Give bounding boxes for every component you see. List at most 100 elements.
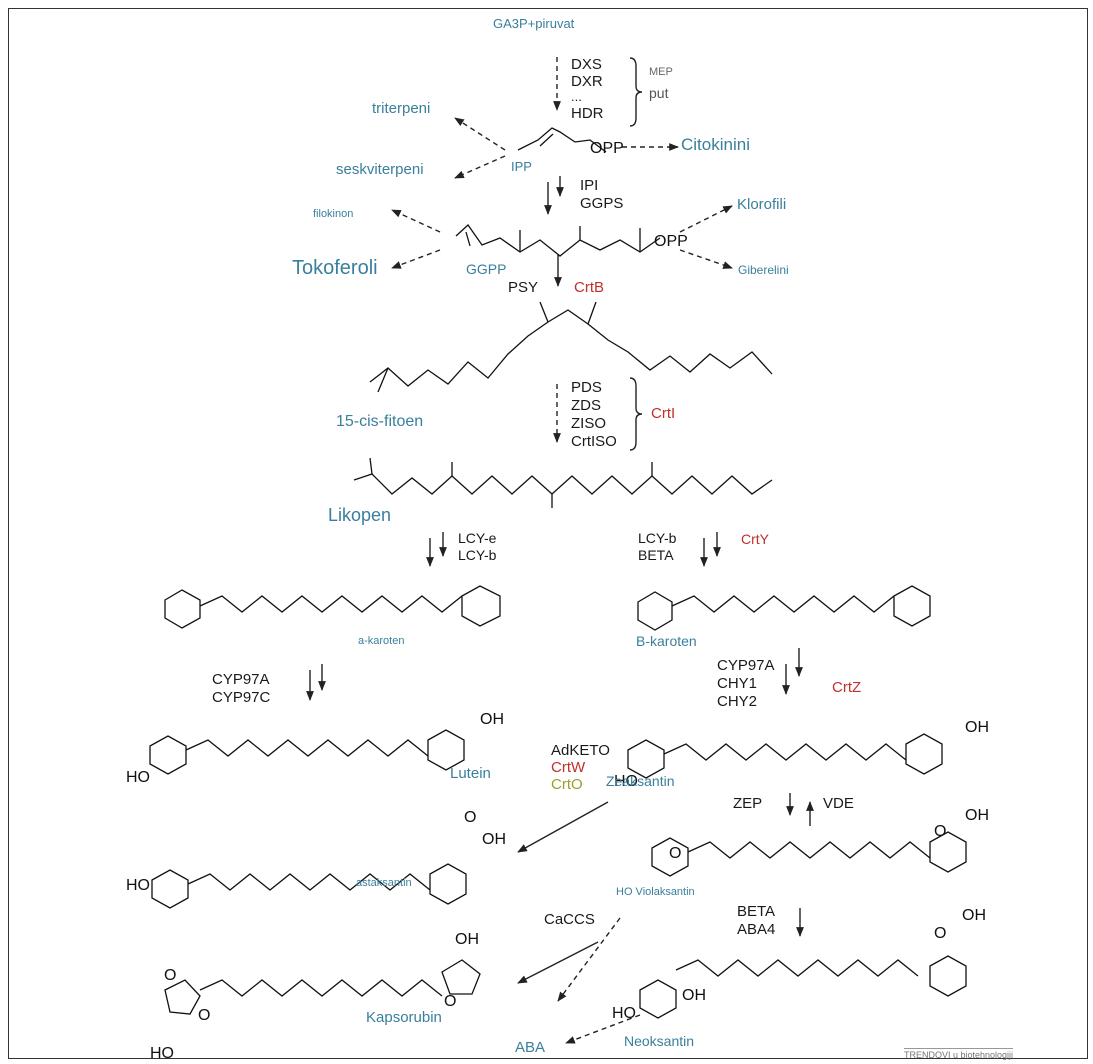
label-fitoen: 15-cis-fitoen [336,413,424,430]
enzyme-crtw: CrtW [551,759,586,776]
label-oh-neo-right: OH [962,907,986,924]
enzyme-crtb: CrtB [574,279,604,296]
enzyme-crto: CrtO [551,776,583,793]
arrow-triterpeni [454,117,506,151]
zea-ring-right [905,733,943,775]
enzyme-psy: PSY [508,279,539,296]
label-o-kaps-1: O [164,967,177,984]
label-ho-kaps: HO [150,1045,174,1062]
label-put: put [649,85,669,101]
neo-ring-right [929,955,967,997]
enzyme-lcye: LCY-e [458,530,497,546]
label-klorofili: Klorofili [737,196,787,213]
neo-ring-left [639,979,677,1019]
enzyme-chy2: CHY2 [717,693,758,710]
molecule-skeletons [149,127,967,1019]
label-likopen: Likopen [328,505,392,525]
enzyme-crty: CrtY [741,531,769,547]
enzyme-zep: ZEP [733,795,763,812]
label-aba: ABA [515,1039,546,1056]
arrow-filokinon [391,209,441,233]
zea-ring-left [627,739,665,779]
bkaroten-ring-right [893,585,931,627]
viola-ring-left [651,837,689,877]
arrow-tokoferoli [391,249,441,269]
arrow-giberelini [679,249,733,269]
label-o-asta: O [464,809,477,826]
label-oh-asta: OH [482,831,506,848]
kaps-chain [199,979,443,997]
ggpp-skeleton [455,224,661,257]
label-bkaroten: B-karoten [636,633,697,649]
label-seskviterpeni: seskviterpeni [336,161,424,178]
label-tokoferoli: Tokoferoli [292,257,378,279]
viola-ring-right [929,831,967,873]
label-opp-ggpp: OPP [654,233,688,250]
label-ho-zea: HO [614,773,638,790]
asta-ring-left [151,869,189,909]
enzyme-cyp97a-left: CYP97A [212,671,270,688]
brace-crti [629,377,643,451]
lutein-chain [185,739,429,757]
label-ho-asta: HO [126,877,150,894]
arrow-caccs [517,941,599,984]
label-astaksantin: astaksantin [356,877,412,889]
label-ggpp: GGPP [466,261,507,277]
neo-chain [675,959,919,977]
label-violaksantin: HO Violaksantin [616,886,695,898]
enzyme-beta-2: BETA [737,903,776,920]
akaroten-chain [199,595,463,613]
label-oh-viola: OH [965,807,989,824]
label-ho-neo: HO [612,1005,636,1022]
label-zeaksantin: Zeaksantin [606,773,675,789]
enzyme-ellipsis: ... [571,89,582,104]
arrow-seskviterpeni [454,155,506,179]
asta-chain [187,873,431,891]
enzyme-crtiso: CrtISO [571,433,617,450]
enzyme-ggps: GGPS [580,195,624,212]
label-o-neo: O [934,925,947,942]
enzyme-vde: VDE [823,795,854,812]
akaroten-ring-right [461,585,501,627]
enzyme-dxr: DXR [571,73,603,90]
reaction-arrows [306,57,814,1044]
label-giberelini: Giberelini [738,263,789,277]
zea-chain [663,743,907,761]
enzyme-ziso: ZISO [571,415,607,432]
label-oh-lutein: OH [480,711,504,728]
label-mep: MEP [649,66,673,78]
enzyme-chy1: CHY1 [717,675,758,692]
arrow-aba-2 [565,1014,641,1044]
enzyme-cyp97a-right: CYP97A [717,657,775,674]
enzyme-cyp97c: CYP97C [212,689,271,706]
arrow-aba-1 [557,917,621,1002]
label-opp-ipp: OPP [590,140,624,157]
lycopene-skeleton [353,473,773,495]
label-kapsorubin: Kapsorubin [366,1009,442,1026]
phytoene-skeleton [369,309,773,387]
label-oh-kaps: OH [455,931,479,948]
label-o-viola-right: O [934,823,947,840]
enzyme-beta-1: BETA [638,547,674,563]
asta-ring-right [429,863,467,905]
enzyme-zds: ZDS [571,397,601,414]
label-ho-lutein: HO [126,769,150,786]
viola-chain [687,841,931,859]
enzyme-ipi: IPI [580,177,599,194]
enzyme-aba4: ABA4 [737,921,776,938]
label-o-kaps-3: O [198,1007,211,1024]
enzyme-hdr: HDR [571,105,604,122]
label-akaroten: a-karoten [358,635,405,647]
label-neoksantin: Neoksantin [624,1033,695,1049]
label-oh-neo: OH [682,987,706,1004]
kaps-ring-left [164,979,201,1015]
brace-mep [629,57,643,127]
enzyme-caccs: CaCCS [544,911,595,928]
ipp-skeleton [517,127,607,153]
label-citokinini: Citokinini [681,135,750,154]
label-lutein: Lutein [450,765,491,782]
arrow-adketo [517,801,609,853]
label-filokinon: filokinon [313,208,354,220]
akaroten-ring-left [164,589,201,629]
